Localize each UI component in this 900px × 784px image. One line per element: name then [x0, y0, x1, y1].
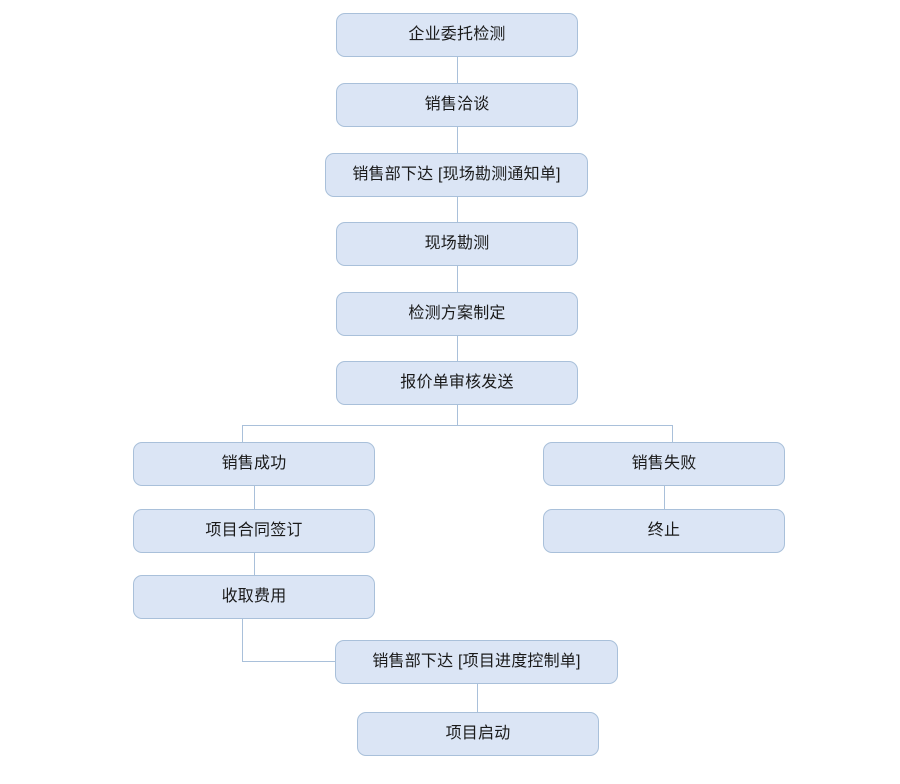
node-project-contract-signing[interactable]: 项目合同签订: [133, 509, 375, 553]
edge-n12-n13: [477, 684, 478, 712]
node-enterprise-commission-inspection[interactable]: 企业委托检测: [336, 13, 578, 57]
node-label: 项目合同签订: [205, 522, 303, 540]
edge-n3-n4: [457, 197, 458, 222]
node-label: 检测方案制定: [408, 305, 506, 323]
node-site-survey[interactable]: 现场勘测: [336, 222, 578, 266]
edge-n8-n10: [664, 486, 665, 509]
node-label: 企业委托检测: [408, 26, 506, 44]
node-project-start[interactable]: 项目启动: [357, 712, 599, 756]
node-sales-negotiation[interactable]: 销售洽谈: [336, 83, 578, 127]
edge-split-bus: [242, 425, 673, 426]
node-label: 销售洽谈: [424, 96, 490, 114]
node-label: 销售失败: [631, 455, 697, 473]
node-sales-dept-issue-site-survey-notice[interactable]: 销售部下达 [现场勘测通知单]: [325, 153, 588, 197]
edge-n11-n12-run: [242, 661, 336, 662]
node-label: 终止: [647, 522, 681, 540]
node-label: 销售部下达 [现场勘测通知单]: [352, 166, 561, 184]
node-sales-dept-issue-project-progress-control-form[interactable]: 销售部下达 [项目进度控制单]: [335, 640, 618, 684]
edge-n9-n11: [254, 553, 255, 575]
node-sales-success[interactable]: 销售成功: [133, 442, 375, 486]
edge-n5-n6: [457, 336, 458, 361]
edge-n4-n5: [457, 266, 458, 292]
edge-n6-split-stem: [457, 405, 458, 425]
node-label: 现场勘测: [424, 235, 490, 253]
node-label: 报价单审核发送: [400, 374, 514, 392]
edge-n2-n3: [457, 127, 458, 153]
edge-n11-n12-drop: [242, 619, 243, 662]
edge-n1-n2: [457, 57, 458, 83]
node-collect-fees[interactable]: 收取费用: [133, 575, 375, 619]
node-label: 项目启动: [445, 725, 511, 743]
node-sales-failure[interactable]: 销售失败: [543, 442, 785, 486]
node-label: 销售部下达 [项目进度控制单]: [372, 653, 581, 671]
node-label: 销售成功: [221, 455, 287, 473]
node-terminate[interactable]: 终止: [543, 509, 785, 553]
node-label: 收取费用: [221, 588, 287, 606]
node-quotation-review-send[interactable]: 报价单审核发送: [336, 361, 578, 405]
node-inspection-plan-formulation[interactable]: 检测方案制定: [336, 292, 578, 336]
edge-n7-n9: [254, 486, 255, 509]
edge-split-to-n7: [242, 425, 243, 442]
edge-split-to-n8: [672, 425, 673, 442]
